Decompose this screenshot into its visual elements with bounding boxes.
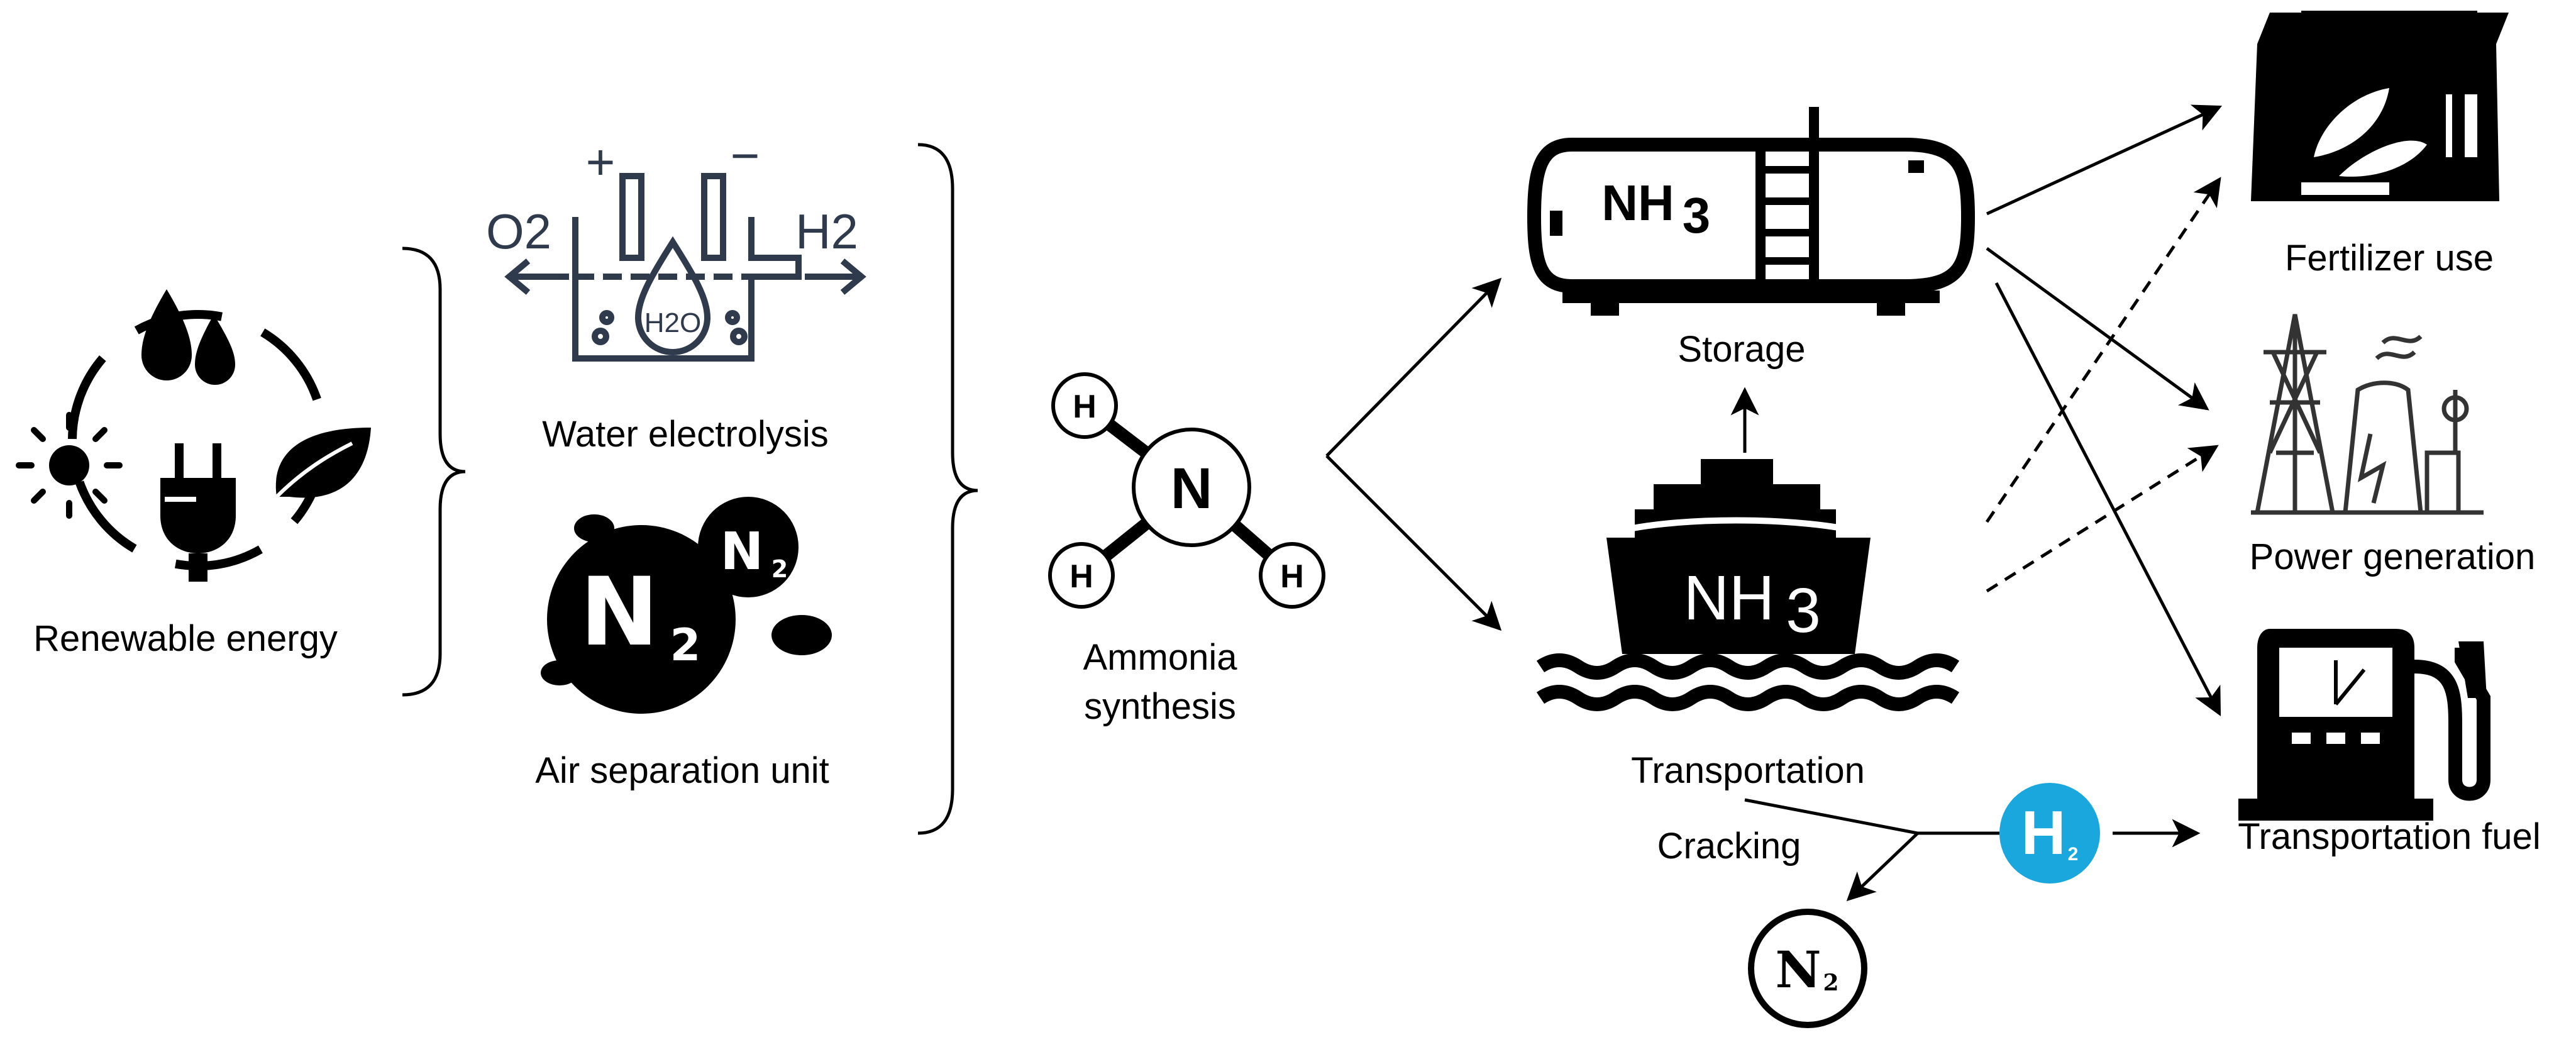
electrolysis-o2-label: O2 [486,204,551,259]
electrolysis-plus-sign: + [586,134,616,190]
ammonia-molecule-icon [1048,372,1325,609]
water-drops-icon [141,289,235,385]
left-brace [402,247,466,697]
ship-formula: NH [1684,563,1774,633]
atom-n-center: N [1171,457,1212,521]
air-separation-label: Air separation unit [535,750,829,791]
power-plant-icon [2251,314,2484,515]
electrolysis-h2-label: H2 [795,204,858,259]
h2-badge-subscript: 2 [2068,844,2079,865]
renewable-energy-label: Renewable energy [33,618,338,659]
water-electrolysis-icon: + − [504,128,866,362]
ammonia-synthesis-label-line1: Ammonia [1083,637,1238,678]
electrolysis-h2o-label: H2O [644,307,701,338]
leaf-icon [275,428,371,499]
plug-icon [160,443,236,582]
cracking-label: Cracking [1657,826,1801,867]
tank-formula-subscript: 3 [1683,187,1711,243]
fertilizer-bag-icon [2251,11,2509,201]
use-arrows [1986,104,2223,716]
storage-tank-icon [1527,107,1976,316]
n2-big-subscript: 2 [670,619,701,671]
transportation-label: Transportation [1631,750,1865,791]
ammonia-synthesis-label-line2: synthesis [1084,686,1236,727]
storage-label: Storage [1678,329,1805,370]
ship-formula-subscript: 3 [1786,575,1821,646]
use-dashed-arrows [1985,177,2221,593]
electrolysis-minus-sign: − [731,128,760,184]
cracking-lines [1744,798,2201,902]
water-electrolysis-label: Water electrolysis [542,414,829,455]
power-generation-label: Power generation [2250,536,2536,577]
ship-icon [1536,459,1960,711]
transportation-fuel-label: Transportation fuel [2238,816,2540,857]
n2-product-letter: N [1775,940,1821,999]
n2-small-letter: N [721,522,764,582]
sun-icon [16,412,123,519]
distribution-arrows [1325,277,1502,631]
tank-formula: NH [1601,175,1674,231]
renewable-energy-icon [16,289,371,582]
n2-product-icon [1748,909,1867,1028]
right-brace [917,143,978,835]
atom-h-bottom-right: H [1280,558,1304,595]
n2-small-subscript: 2 [771,555,788,583]
h2-badge-letter: H [2021,798,2066,867]
atom-h-top: H [1073,389,1097,425]
atom-h-bottom-left: H [1070,558,1093,595]
fertilizer-use-label: Fertilizer use [2285,238,2494,279]
fuel-pump-icon [2238,629,2490,821]
n2-product-subscript: 2 [1823,970,1838,996]
h2-badge-icon [1999,783,2100,884]
n2-big-letter: N [580,558,659,667]
nitrogen-molecules-icon [541,497,832,714]
